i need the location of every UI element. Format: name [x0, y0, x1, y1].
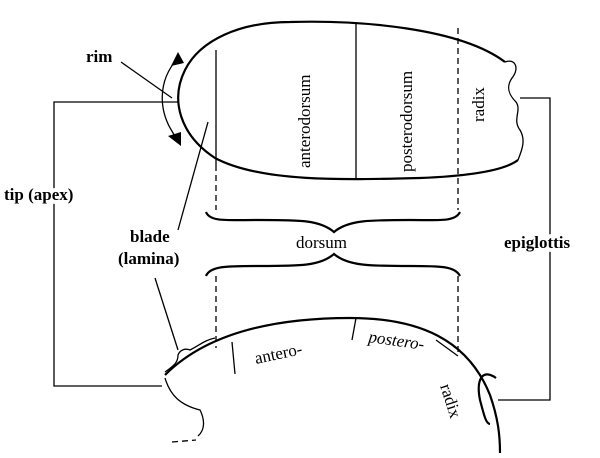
blade-label-line1: blade: [130, 227, 170, 246]
tip-apex-label: tip (apex): [4, 185, 73, 204]
side-divider-blade: [232, 342, 235, 374]
tongue-top-outline: [178, 22, 518, 179]
rim-arrowhead-down: [168, 132, 181, 146]
blade-label-line2: (lamina): [118, 249, 179, 268]
side-divider-antero-postero: [352, 318, 356, 340]
epiglottis-shape: [479, 374, 496, 424]
radix-top-label: radix: [469, 87, 488, 122]
postero-label: postero-: [366, 327, 425, 354]
anterodorsum-label: anterodorsum: [295, 75, 314, 168]
dorsum-label: dorsum: [296, 233, 347, 252]
rim-arrowhead-up: [171, 52, 184, 66]
tongue-side-front: [165, 378, 204, 436]
dorsum-brace-top: [206, 212, 460, 232]
posterodorsum-label: posterodorsum: [397, 71, 416, 172]
dorsum-brace-bottom: [206, 254, 460, 276]
epiglottis-label: epiglottis: [504, 233, 570, 252]
tongue-side-floor: [172, 440, 196, 442]
antero-label: antero-: [253, 339, 304, 368]
tongue-top-radix-edge: [505, 61, 523, 160]
blade-leader-bottom: [155, 278, 178, 350]
rim-arrow-curve: [162, 58, 178, 140]
radix-bottom-label: radix: [436, 381, 465, 421]
rim-label: rim: [86, 47, 112, 66]
